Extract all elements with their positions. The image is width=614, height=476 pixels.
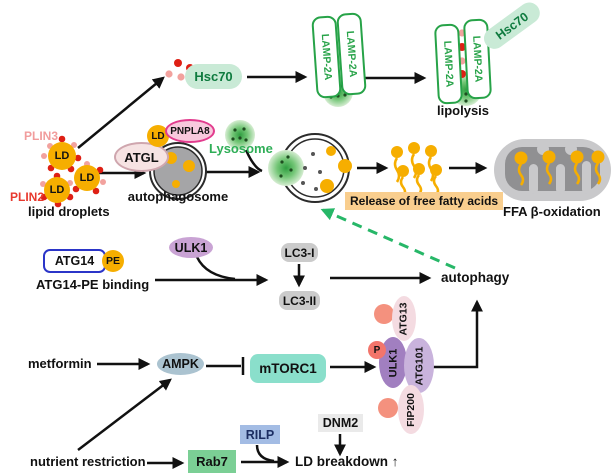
mitochondria (494, 139, 611, 201)
lc3-i-label: LC3-I (284, 245, 315, 260)
phospho-circle: P (368, 341, 386, 359)
phospho-label: P (373, 344, 381, 356)
rilp-label: RILP (245, 427, 275, 442)
ampk-label: AMPK (162, 357, 199, 371)
release-ffa-label: Release of free fatty acids (350, 194, 499, 208)
plin3-label: PLIN3 (24, 129, 59, 143)
ulk1-complex-salmon-dots (374, 304, 398, 418)
autophagosome-label: autophagosome (127, 189, 229, 204)
elbow-complex-to-autophagy (431, 299, 483, 369)
fip200-ellipse: FIP200 (398, 385, 424, 434)
dashed-arrow-autophagy-to-autolysosome (320, 208, 456, 270)
pnpla8-label: PNPLA8 (170, 125, 210, 137)
free-fatty-acids (391, 142, 442, 197)
lamp2a-label: LAMP-2A (441, 40, 456, 88)
atgl-ellipse: ATGL (114, 142, 169, 172)
rab7-label: Rab7 (196, 454, 228, 469)
release-ffa-box: Release of free fatty acids (345, 192, 504, 210)
black-arrows (77, 71, 488, 469)
atg14-label: ATG14 (54, 254, 95, 268)
rilp-box: RILP (240, 425, 280, 444)
ampk-ellipse: AMPK (157, 353, 204, 375)
lipid-droplet: LD (48, 142, 76, 170)
metformin-label: metformin (28, 356, 92, 371)
lipid-droplet: LD (74, 165, 100, 191)
nutrient-restriction-label: nutrient restriction (30, 454, 146, 469)
atg14-box: ATG14 (43, 249, 106, 273)
ulk1-label: ULK1 (174, 240, 208, 255)
ulk1-label: ULK1 (387, 348, 400, 377)
plin2-label: PLIN2 (10, 190, 45, 204)
lipid-droplet: LD (147, 125, 169, 147)
mtorc1-label: mTORC1 (259, 361, 317, 376)
atg101-label: ATG101 (413, 346, 425, 385)
ld-label: LD (54, 150, 70, 162)
atg14-pe-binding-label: ATG14-PE binding (36, 277, 150, 292)
autolysosome-vesicle (268, 133, 352, 203)
ld-label: LD (151, 130, 165, 142)
ld-label: LD (79, 172, 95, 184)
atgl-label: ATGL (124, 149, 159, 165)
lipid-droplets-label: lipid droplets (28, 204, 110, 219)
pe-label: PE (105, 255, 120, 267)
atg13-ellipse: ATG13 (392, 296, 416, 341)
rab7-box: Rab7 (188, 450, 236, 473)
ffa-oxidation-label: FFA β-oxidation (503, 204, 601, 219)
lamp2a-channel: LAMP-2A (433, 23, 464, 105)
lamp2a-label: LAMP-2A (318, 33, 335, 81)
lamp2a-label: LAMP-2A (343, 30, 360, 78)
pe-circle: PE (102, 250, 124, 272)
arrow-nutrient-to-ampk (77, 378, 172, 451)
lysosome-vesicle (225, 120, 255, 150)
hsc70-pill: Hsc70 (185, 64, 242, 89)
lipid-droplet: LD (44, 177, 70, 203)
fip200-label: FIP200 (405, 392, 418, 427)
lc3-ii-label: LC3-II (282, 293, 317, 308)
autophagy-label: autophagy (441, 270, 510, 285)
dnm2-label: DNM2 (322, 416, 359, 430)
ld-label: LD (49, 184, 65, 196)
arrow-ld-to-hsc70 (77, 76, 165, 149)
hsc70-label: Hsc70 (194, 69, 233, 84)
lamp2a-label: LAMP-2A (470, 35, 485, 83)
curve-lysosome-merge (244, 149, 263, 173)
curve-ulk1-merge (195, 256, 236, 281)
atg101-ellipse: ATG101 (404, 338, 434, 393)
dnm2-box: DNM2 (318, 414, 363, 432)
mtorc1-box: mTORC1 (250, 354, 326, 383)
curve-rilp-merge (255, 444, 275, 463)
lc3-i-box: LC3-I (281, 243, 318, 262)
pnpla8-ellipse: PNPLA8 (165, 119, 215, 143)
lc3-ii-box: LC3-II (279, 291, 320, 310)
ld-breakdown-label: LD breakdown ↑ (295, 454, 399, 469)
atg13-label: ATG13 (398, 301, 411, 336)
lysosome-label: Lysosome (209, 141, 273, 156)
lipolysis-label: lipolysis (437, 103, 490, 118)
ulk1-ellipse: ULK1 (169, 237, 213, 258)
